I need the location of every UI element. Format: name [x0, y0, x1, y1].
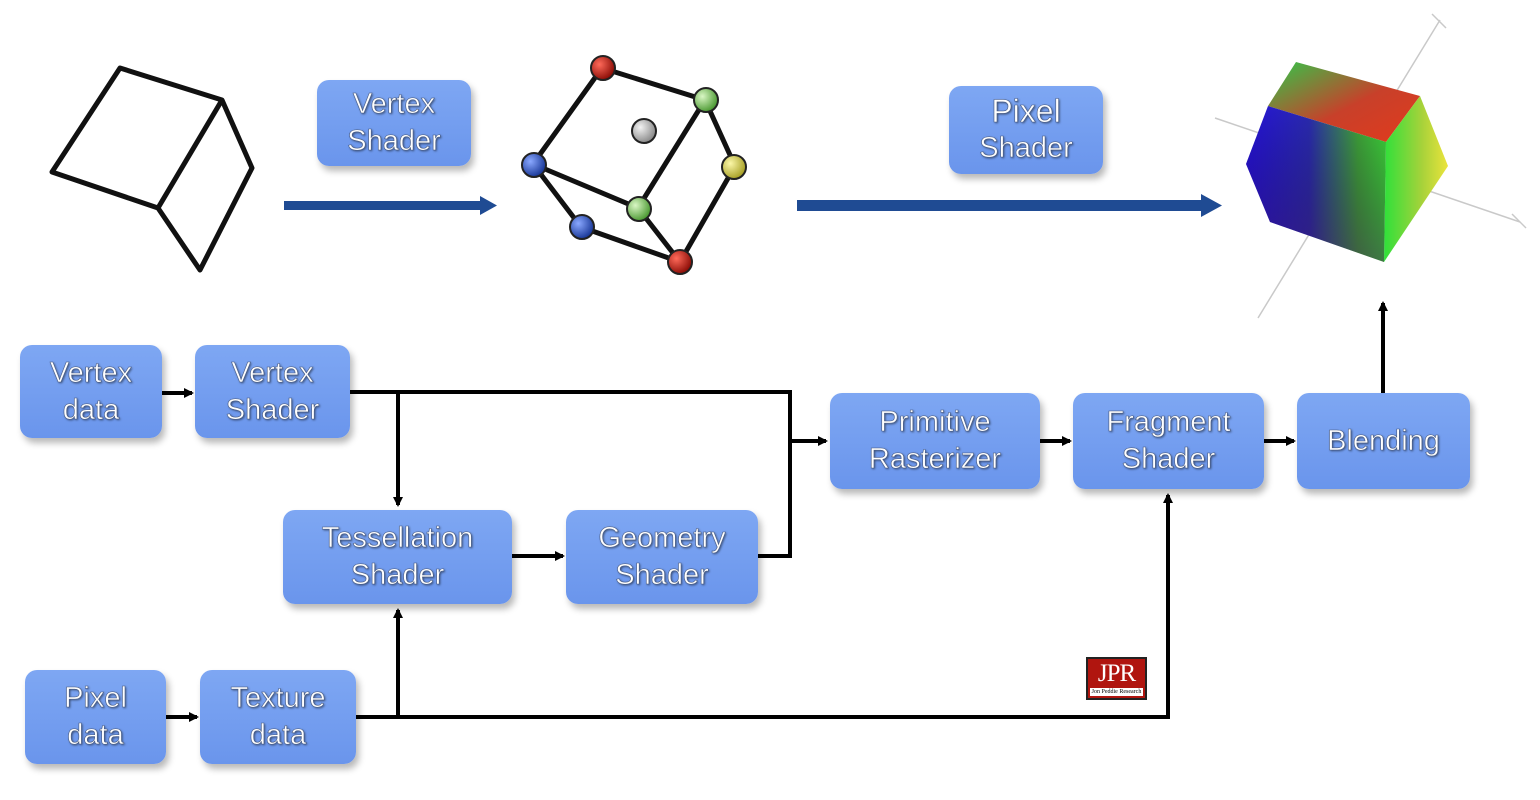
vertex-shader-box: Vertex Shader	[195, 345, 350, 438]
shaded-cube-icon	[1246, 62, 1448, 262]
line-geometry-to-rasterizer	[758, 441, 792, 558]
vertex-dot-yellow-icon	[721, 154, 747, 180]
vertex-dot-blue-icon	[521, 152, 547, 178]
top-pixel-shader-label: Pixel Shader	[949, 86, 1103, 174]
texture-data-box: Texture data	[200, 670, 356, 764]
vertex-dot-green2-icon	[626, 196, 652, 222]
vertex-flow-arrow	[284, 196, 497, 215]
primitive-rasterizer-box: Primitive Rasterizer	[830, 393, 1040, 489]
top-vertex-shader-label: Vertex Shader	[317, 80, 471, 166]
jpr-logo-subtext: Jon Peddie Research	[1090, 688, 1143, 696]
line-vertexshader-to-rasterizer	[350, 390, 828, 446]
connectors	[162, 301, 1388, 722]
pixel-flow-arrow	[797, 194, 1222, 217]
line-texture-to-fragment	[356, 493, 1173, 719]
fragment-shader-box: Fragment Shader	[1073, 393, 1264, 489]
tessellation-shader-box: Tessellation Shader	[283, 510, 512, 604]
blending-box: Blending	[1297, 393, 1470, 489]
vertex-dot-blue2-icon	[569, 214, 595, 240]
vertex-dot-green-icon	[693, 87, 719, 113]
wireframe-cube-icon	[49, 65, 255, 273]
pixel-data-box: Pixel data	[25, 670, 166, 764]
vertex-dot-red-icon	[590, 55, 616, 81]
vertex-dot-red2-icon	[667, 249, 693, 275]
vertex-data-box: Vertex data	[20, 345, 162, 438]
vertex-dots	[521, 55, 747, 275]
geometry-shader-box: Geometry Shader	[566, 510, 758, 604]
vertex-dot-gray-icon	[631, 118, 657, 144]
